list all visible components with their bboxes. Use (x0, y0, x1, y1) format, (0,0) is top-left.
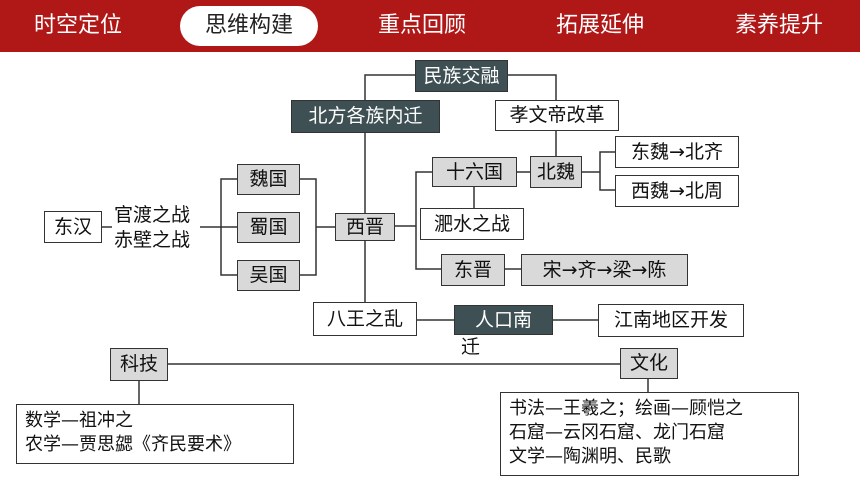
top-nav-bar: 时空定位 思维构建 重点回顾 拓展延伸 素养提升 (0, 0, 860, 52)
node-donghan: 东汉 (44, 211, 102, 243)
label-guandu: 官渡之战 (114, 204, 191, 226)
tab-shikong[interactable]: 时空定位 (33, 13, 122, 38)
node-weiguo: 魏国 (237, 164, 300, 195)
node-jiangnan: 江南地区开发 (598, 304, 744, 337)
node-xiaowen-gaige: 孝文帝改革 (495, 100, 619, 131)
node-wenhua: 文化 (620, 348, 678, 379)
node-shiliuguo: 十六国 (432, 157, 517, 187)
keji-line-agri: 农学—贾思勰《齐民要术》 (25, 434, 241, 455)
node-shuguo: 蜀国 (237, 212, 300, 243)
wenhua-line-lit: 文学—陶渊明、民歌 (509, 446, 671, 467)
tab-siwei[interactable]: 思维构建 (180, 6, 318, 46)
node-xiwei-beizhou: 西魏→北周 (615, 175, 739, 207)
node-wuguo: 吴国 (237, 260, 300, 291)
box-keji-details: 数学—祖冲之 农学—贾思勰《齐民要术》 (16, 404, 294, 464)
tab-suyang[interactable]: 素养提升 (734, 13, 823, 38)
node-renkou-nanqian: 人口南 (454, 305, 553, 335)
node-dongwei-beiqi: 东魏→北齐 (615, 136, 739, 168)
node-minzu-jiaorong: 民族交融 (415, 60, 508, 92)
wenhua-line-grotto: 石窟—云冈石窟、龙门石窟 (509, 422, 725, 443)
node-dongjin: 东晋 (441, 254, 505, 286)
node-beiwei: 北魏 (530, 156, 582, 188)
tab-zhongdian[interactable]: 重点回顾 (377, 13, 466, 38)
label-renkou-qian: 迁 (461, 336, 481, 358)
label-chibi: 赤壁之战 (114, 229, 191, 251)
wenhua-line-art: 书法—王羲之；绘画—顾恺之 (509, 398, 743, 419)
node-nanchao: 宋→齐→梁→陈 (521, 254, 688, 286)
node-feishui: 淝水之战 (420, 208, 524, 240)
box-wenhua-details: 书法—王羲之；绘画—顾恺之 石窟—云冈石窟、龙门石窟 文学—陶渊明、民歌 (500, 392, 799, 476)
keji-line-math: 数学—祖冲之 (25, 410, 133, 431)
node-bawang: 八王之乱 (313, 302, 417, 336)
tab-tuozhan[interactable]: 拓展延伸 (555, 13, 644, 38)
node-beifang-neiqian: 北方各族内迁 (291, 100, 440, 133)
node-keji: 科技 (110, 348, 168, 381)
node-xijin: 西晋 (335, 213, 395, 241)
